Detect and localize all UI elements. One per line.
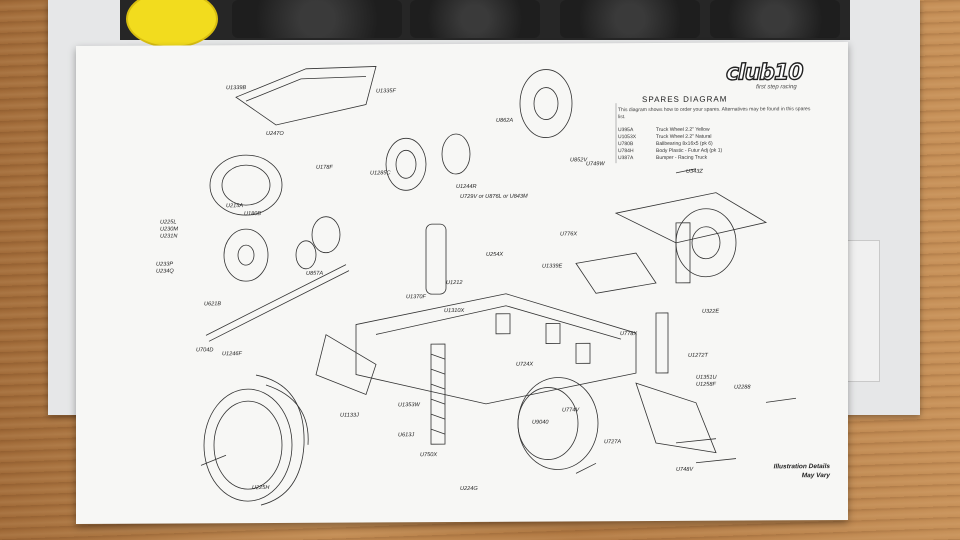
part-label: U724X	[516, 361, 534, 368]
part-row: U387A Bumper - Racing Truck	[618, 155, 722, 163]
part-label: U613J	[398, 432, 415, 439]
part-label: U225L	[160, 219, 177, 226]
part-label: U1244R	[456, 183, 477, 191]
part-label: U1335F	[376, 88, 396, 95]
part-label: U178F	[316, 164, 333, 171]
part-label: U774V	[562, 407, 580, 414]
part-code: U387A	[618, 155, 634, 162]
part-label: U180B	[244, 211, 262, 218]
part-label: U1212	[446, 279, 463, 287]
part-label: U1246F	[222, 351, 242, 358]
part-label: U225H	[252, 485, 270, 492]
part-label: U778X	[620, 331, 638, 338]
part-label: U1339E	[542, 263, 563, 270]
part-label: U857A	[306, 270, 324, 277]
note-line-2: May Vary	[801, 472, 830, 480]
part-label: U1353W	[398, 402, 420, 409]
part-label: U230M	[160, 226, 179, 233]
diagram-title: SPARES DIAGRAM	[642, 94, 728, 105]
part-label: U234Q	[156, 268, 174, 275]
club10-logo: club10 first step racing	[725, 60, 844, 95]
tyre	[232, 0, 402, 38]
part-label: U1370F	[406, 294, 426, 301]
part-label: U2288	[734, 384, 751, 391]
illustration-note: Illustration Details May Vary	[774, 462, 830, 480]
part-label: U215A	[226, 203, 244, 210]
part-label: U322E	[702, 308, 720, 315]
part-desc: Body Plastic - Futur Adj (pk 1)	[656, 147, 723, 154]
part-label: U1351U	[696, 374, 717, 381]
part-desc: Truck Wheel 2.2" Natural	[656, 133, 712, 140]
diagram-description: This diagram shows how to order your spa…	[618, 106, 811, 121]
part-label: U750X	[420, 452, 438, 459]
part-label: U862A	[496, 117, 514, 124]
part-label: U233P	[156, 261, 174, 268]
part-label: U1272T	[688, 352, 708, 359]
part-label: U729V or U876L or U843M	[460, 193, 528, 201]
box-contents	[120, 0, 850, 40]
part-label: U1310X	[444, 307, 465, 315]
part-label: U224G	[460, 485, 478, 493]
part-label: U776X	[560, 231, 578, 238]
brand-name: club10	[725, 60, 803, 87]
part-label: U748V	[676, 466, 694, 473]
part-label: U231N	[160, 233, 178, 240]
part-desc: Bumper - Racing Truck	[656, 154, 708, 161]
part-label: U727A	[604, 439, 622, 446]
part-label: U247O	[266, 130, 284, 138]
part-desc: Truck Wheel 2.2" Yellow	[656, 126, 710, 133]
part-desc: Ballbearing 8x16x5 (pk 6)	[656, 140, 713, 147]
part-label: U852V	[570, 157, 588, 164]
part-label: U254X	[486, 251, 504, 258]
tyre	[710, 0, 840, 38]
note-line-1: Illustration Details	[773, 463, 830, 471]
exploded-drawing	[200, 66, 797, 506]
part-label: U1258F	[696, 381, 716, 388]
part-label: U1339B	[226, 85, 247, 92]
part-label: U1133J	[340, 412, 359, 419]
part-label: U1285C	[370, 170, 391, 177]
tyre	[560, 0, 700, 38]
part-label: U343Z	[686, 168, 703, 175]
part-label: U621B	[204, 301, 222, 308]
part-label: U704D	[196, 347, 214, 354]
part-label: U9040	[532, 419, 549, 426]
tyre	[410, 0, 540, 38]
part-label: U749W	[586, 161, 605, 168]
spares-diagram-sheet: club10 first step racing SPARES DIAGRAM …	[76, 41, 848, 525]
brand-tagline: first step racing	[756, 84, 797, 91]
